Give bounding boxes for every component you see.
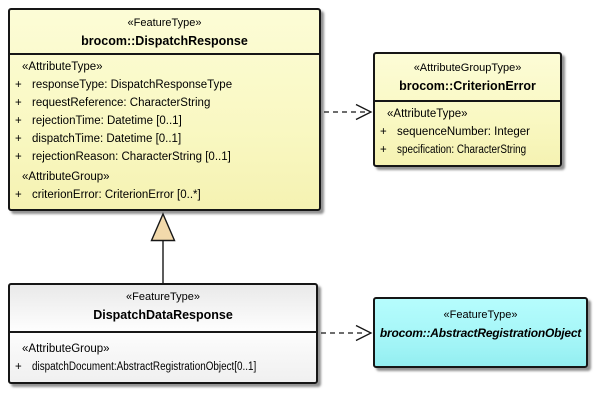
section-label: «AttributeGroup» xyxy=(22,343,110,355)
stereotype-label: «FeatureType» xyxy=(127,17,202,29)
visibility-plus: + xyxy=(380,144,387,156)
section-label: «AttributeGroup» xyxy=(22,171,110,183)
attribute-text: requestReference: CharacterString xyxy=(32,97,211,109)
attributes-compartment: «AttributeGroup» + dispatchDocument:Abst… xyxy=(10,333,316,376)
dependency-edge-bottom[interactable] xyxy=(321,324,373,342)
attribute-text: dispatchDocument:AbstractRegistrationObj… xyxy=(32,361,257,373)
attribute-text: criterionError: CriterionError [0..*] xyxy=(32,189,201,201)
attribute-text: rejectionReason: CharacterString [0..1] xyxy=(32,151,231,163)
attribute-row: + rejectionTime: Datetime [0..1] xyxy=(10,112,319,130)
stereotype-label: «AttributeGroupType» xyxy=(413,62,522,74)
attribute-text: sequenceNumber: Integer xyxy=(397,126,530,138)
class-header: «FeatureType» DispatchDataResponse xyxy=(10,285,316,333)
attribute-text: rejectionTime: Datetime [0..1] xyxy=(32,115,182,127)
attribute-row: + specification: CharacterString xyxy=(375,141,560,159)
class-header: «FeatureType» brocom::DispatchResponse xyxy=(10,10,319,55)
attribute-text: responseType: DispatchResponseType xyxy=(32,79,233,91)
class-node-criterion-error[interactable]: «AttributeGroupType» brocom::CriterionEr… xyxy=(373,52,562,167)
attribute-row: + responseType: DispatchResponseType xyxy=(10,76,319,94)
stereotype-label: «FeatureType» xyxy=(443,309,518,321)
dependency-edge-top[interactable] xyxy=(324,103,373,121)
class-header: «AttributeGroupType» brocom::CriterionEr… xyxy=(375,54,560,102)
class-header: «FeatureType» brocom::AbstractRegistrati… xyxy=(375,299,586,366)
class-name: brocom::AbstractRegistrationObject xyxy=(379,326,582,340)
attribute-row: + dispatchTime: Datetime [0..1] xyxy=(10,130,319,148)
visibility-plus: + xyxy=(15,79,22,91)
class-name: DispatchDataResponse xyxy=(93,308,233,322)
section-label: «AttributeType» xyxy=(387,108,468,120)
class-node-dispatch-data-response[interactable]: «FeatureType» DispatchDataResponse «Attr… xyxy=(8,283,318,384)
attribute-text: specification: CharacterString xyxy=(397,144,527,156)
attributes-compartment: «AttributeType» + sequenceNumber: Intege… xyxy=(375,102,560,159)
stereotype-label: «FeatureType» xyxy=(126,291,200,303)
visibility-plus: + xyxy=(15,133,22,145)
visibility-plus: + xyxy=(15,97,22,109)
class-node-abstract-registration-object[interactable]: «FeatureType» brocom::AbstractRegistrati… xyxy=(373,297,588,368)
visibility-plus: + xyxy=(15,115,22,127)
generalization-edge[interactable] xyxy=(150,212,176,283)
class-node-dispatch-response[interactable]: «FeatureType» brocom::DispatchResponse «… xyxy=(8,8,321,211)
visibility-plus: + xyxy=(15,361,22,373)
attribute-row: + criterionError: CriterionError [0..*] xyxy=(10,186,319,204)
visibility-plus: + xyxy=(15,151,22,163)
attribute-text: dispatchTime: Datetime [0..1] xyxy=(32,133,182,145)
visibility-plus: + xyxy=(15,189,22,201)
attribute-row: + rejectionReason: CharacterString [0..1… xyxy=(10,148,319,166)
class-name: brocom::CriterionError xyxy=(399,79,536,93)
attribute-row: + dispatchDocument:AbstractRegistrationO… xyxy=(10,358,316,376)
generalization-triangle-arrowhead xyxy=(150,212,176,242)
attribute-row: + requestReference: CharacterString xyxy=(10,94,319,112)
open-arrowhead-icon xyxy=(355,103,373,121)
class-name: brocom::DispatchResponse xyxy=(81,34,248,48)
visibility-plus: + xyxy=(380,126,387,138)
section-label: «AttributeType» xyxy=(22,61,103,73)
attribute-row: + sequenceNumber: Integer xyxy=(375,123,560,141)
attributes-compartment: «AttributeType» + responseType: Dispatch… xyxy=(10,55,319,204)
open-arrowhead-icon xyxy=(355,324,373,342)
